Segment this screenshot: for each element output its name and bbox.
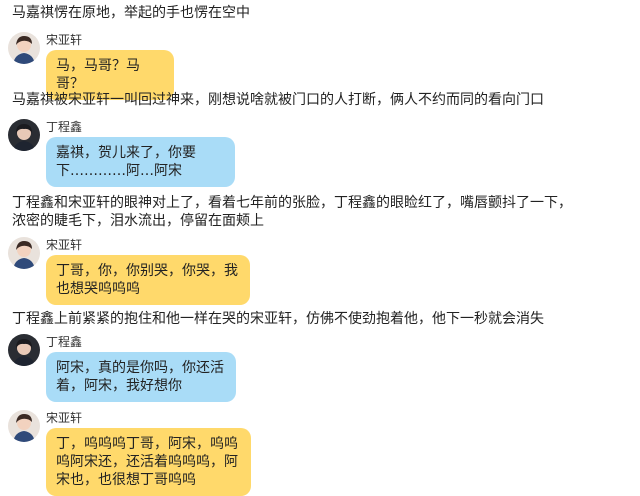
chat-bubble: 马，马哥？马哥？ bbox=[46, 50, 174, 100]
speaker-name: 宋亚轩 bbox=[46, 238, 83, 252]
avatar-song-icon bbox=[8, 410, 40, 442]
avatar-song-icon bbox=[8, 237, 40, 269]
avatar-song[interactable] bbox=[8, 32, 40, 64]
chat-bubble: 嘉祺，贺儿来了，你要 下…………阿…阿宋 bbox=[46, 137, 235, 187]
speaker-name: 宋亚轩 bbox=[46, 411, 83, 425]
avatar-ding[interactable] bbox=[8, 119, 40, 151]
avatar-song[interactable] bbox=[8, 237, 40, 269]
chat-bubble: 丁，呜呜呜丁哥，阿宋，呜呜 呜阿宋还，还活着呜呜呜，阿 宋也，也很想丁哥呜呜 bbox=[46, 428, 251, 496]
avatar-song[interactable] bbox=[8, 410, 40, 442]
narration-4: 丁程鑫上前紧紧的抱住和他一样在哭的宋亚轩，仿佛不使劲抱着他，他下一秒就会消失 bbox=[12, 311, 544, 327]
narration-2: 马嘉祺被宋亚轩一叫回过神来，刚想说啥就被门口的人打断，俩人不约而同的看向门口 bbox=[12, 92, 544, 108]
narration-3: 丁程鑫和宋亚轩的眼神对上了，看着七年前的张脸，丁程鑫的眼睑红了，嘴唇颤抖了一下，… bbox=[12, 195, 572, 229]
avatar-ding[interactable] bbox=[8, 334, 40, 366]
chat-bubble: 丁哥，你，你别哭，你哭，我 也想哭呜呜呜 bbox=[46, 255, 250, 305]
narration-1: 马嘉祺愣在原地，举起的手也愣在空中 bbox=[12, 5, 250, 21]
avatar-ding-icon bbox=[8, 334, 40, 366]
avatar-song-icon bbox=[8, 32, 40, 64]
avatar-ding-icon bbox=[8, 119, 40, 151]
speaker-name: 丁程鑫 bbox=[46, 335, 83, 349]
speaker-name: 丁程鑫 bbox=[46, 120, 83, 134]
chat-bubble: 阿宋，真的是你吗，你还活 着，阿宋，我好想你 bbox=[46, 352, 236, 402]
speaker-name: 宋亚轩 bbox=[46, 33, 83, 47]
